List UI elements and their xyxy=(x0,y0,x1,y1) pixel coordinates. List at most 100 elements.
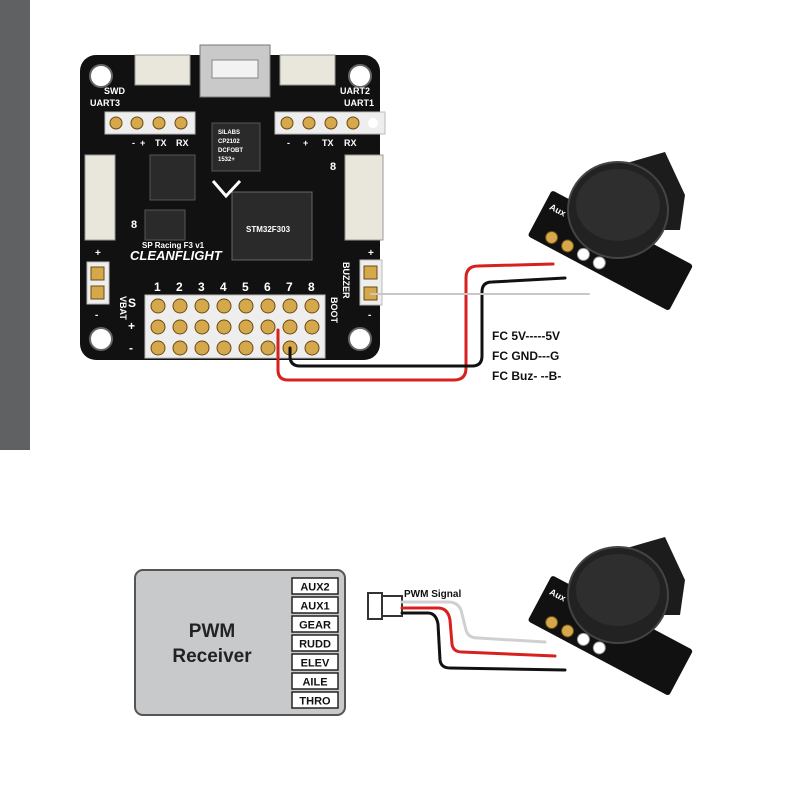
gyro-chip xyxy=(149,154,196,201)
boot-label: BOOT xyxy=(329,297,339,324)
receiver-title-1: PWM xyxy=(189,621,235,642)
header-pin xyxy=(150,319,166,335)
swd-label: SWD xyxy=(104,86,125,96)
pad xyxy=(368,118,378,128)
receiver-channel-label: ELEV xyxy=(301,658,330,670)
board-model: SP Racing F3 v1 xyxy=(142,241,205,250)
left-connector-label: 8 xyxy=(131,219,137,231)
header-pin xyxy=(172,319,188,335)
flash-chip xyxy=(144,209,186,241)
vbat-pad xyxy=(90,285,105,300)
uart3-rx: RX xyxy=(176,138,189,148)
arrow-mark xyxy=(211,179,242,199)
buzzer-pin xyxy=(592,641,606,655)
receiver-channel-box xyxy=(291,634,339,652)
mount-hole xyxy=(89,327,113,351)
header-pin xyxy=(282,298,298,314)
swd-connector xyxy=(134,54,191,86)
header-pin xyxy=(238,340,254,356)
pwm-signal-label: PWM Signal xyxy=(404,589,461,600)
wire-red-5v-bottom xyxy=(400,606,557,658)
buzzer-pin xyxy=(545,230,559,244)
header-pin xyxy=(172,340,188,356)
channel-number: 5 xyxy=(242,280,249,294)
pad xyxy=(174,116,188,130)
side-connector-label: 8 xyxy=(330,161,336,173)
right-side-connector xyxy=(344,154,384,241)
wiring-note-buz: FC Buz- --B- xyxy=(492,369,561,383)
receiver-channel-box xyxy=(291,596,339,614)
wiring-note-5v: FC 5V-----5V xyxy=(492,329,560,343)
plus-row-label: + xyxy=(128,319,135,333)
uart2-connector xyxy=(279,54,336,86)
header-pin xyxy=(194,298,210,314)
header-pin xyxy=(216,298,232,314)
chip-line: CP2102 xyxy=(218,139,240,145)
receiver-channel-label: AUX2 xyxy=(300,582,329,594)
header-pin xyxy=(194,340,210,356)
header-pin xyxy=(150,298,166,314)
buzzer-pin xyxy=(561,239,575,253)
pwm-header xyxy=(144,294,326,359)
receiver-channel-label: RUDD xyxy=(299,639,331,651)
pwm-receiver: PWM Receiver AUX2AUX1GEARRUDDELEVAILETHR… xyxy=(134,569,346,716)
pad xyxy=(152,116,166,130)
receiver-title-2: Receiver xyxy=(172,646,252,667)
uart1-plus: + xyxy=(303,138,308,148)
uart1-minus: - xyxy=(287,138,290,148)
buzzer-pin xyxy=(576,247,590,261)
wiring-note-gnd: FC GND---G xyxy=(492,349,559,363)
header-pins xyxy=(150,298,320,356)
header-pin xyxy=(304,340,320,356)
header-pin xyxy=(150,340,166,356)
uart1-tx: TX xyxy=(322,138,334,148)
buzzer-face xyxy=(576,554,660,626)
uart3-plus: + xyxy=(140,138,145,148)
uart1-rx: RX xyxy=(344,138,357,148)
channel-number: 2 xyxy=(176,280,183,294)
vbat-label: VBAT xyxy=(118,296,128,320)
wire-red-5v xyxy=(276,262,555,382)
channel-number: 3 xyxy=(198,280,205,294)
usb-uart-chip xyxy=(211,122,261,172)
mount-hole xyxy=(348,64,372,88)
header-pin xyxy=(216,319,232,335)
pad xyxy=(109,116,123,130)
servo-plug-tip xyxy=(367,592,383,620)
receiver-channel-box xyxy=(291,691,339,709)
side-strip xyxy=(0,0,30,450)
receiver-channel-label: AUX1 xyxy=(300,601,329,613)
minus-row-label: - xyxy=(129,341,133,355)
receiver-channel-label: THRO xyxy=(299,696,331,708)
header-pin xyxy=(260,298,276,314)
buzzer-plus: + xyxy=(368,248,374,259)
header-pin xyxy=(260,340,276,356)
header-pin xyxy=(304,298,320,314)
header-pin xyxy=(216,340,232,356)
uart2-label: UART2 xyxy=(340,86,370,96)
servo-plug xyxy=(381,595,403,617)
brand-logo: CLEANFLIGHT xyxy=(130,248,223,263)
pad xyxy=(280,116,294,130)
signal-row-label: S xyxy=(128,296,136,310)
buzzer-module-bottom: Aux 5V G B- B+ xyxy=(528,537,693,696)
receiver-channel-box xyxy=(291,615,339,633)
buzzer-pin xyxy=(561,624,575,638)
vbat-plus: + xyxy=(95,248,101,259)
chip-line: DCFOBT xyxy=(218,148,243,154)
pad xyxy=(346,116,360,130)
header-pin xyxy=(238,298,254,314)
buzzer-pin xyxy=(576,632,590,646)
wire-black-gnd-bottom xyxy=(400,611,567,672)
channel-number: 8 xyxy=(308,280,315,294)
vbat-minus: - xyxy=(95,310,98,321)
flight-controller-board: SWD UART2 UART3 UART1 - + TX RX - + TX R… xyxy=(80,44,386,360)
header-pin xyxy=(238,319,254,335)
channel-number: 7 xyxy=(286,280,293,294)
mcu-label: STM32F303 xyxy=(246,225,291,234)
receiver-channel-box xyxy=(291,653,339,671)
bottom-wires xyxy=(400,600,567,672)
receiver-channel-box xyxy=(291,577,339,595)
